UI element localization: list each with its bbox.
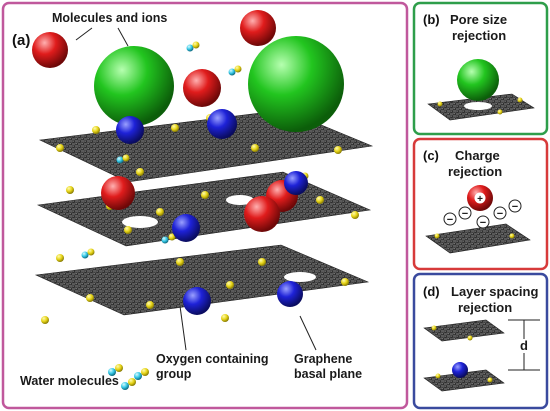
spacing-symbol: d: [520, 338, 528, 353]
pore: [122, 216, 158, 228]
large-molecule: [248, 36, 344, 132]
blue-ion: [277, 281, 303, 307]
svg-text:−: −: [462, 208, 468, 220]
red-ion: [244, 196, 280, 232]
svg-text:−: −: [480, 217, 486, 229]
blue-ion: [452, 362, 468, 378]
blue-ion: [116, 116, 144, 144]
spacing-label-bg: [518, 339, 530, 353]
oxygen-group: [517, 97, 523, 103]
pointer-line: [75, 27, 93, 41]
panel-d-letter: (d): [423, 284, 440, 299]
oxygen-group: [435, 373, 441, 379]
panel-b-letter: (b): [423, 12, 440, 27]
blue-ion: [183, 287, 211, 315]
oxygen-group: [431, 325, 437, 331]
label-oxygen-group-line2: group: [156, 367, 192, 381]
graphene-layer-bottom: [34, 244, 370, 316]
graphene-sheet-upper: [423, 319, 505, 342]
pointer-line: [179, 305, 187, 351]
pore: [284, 272, 316, 282]
oxygen-group: [467, 335, 473, 341]
panel-c-title-line1: Charge: [455, 148, 500, 163]
red-ion: [240, 10, 276, 46]
large-molecule: [94, 46, 174, 126]
red-ion: [101, 176, 135, 210]
svg-text:−: −: [447, 214, 453, 226]
oxygen-group: [434, 233, 440, 239]
panel-d-title-line1: Layer spacing: [451, 284, 538, 299]
oxygen-group: [497, 109, 503, 115]
pore: [464, 102, 492, 110]
panel-c-title-line2: rejection: [448, 164, 502, 179]
panel-c-letter: (c): [423, 148, 439, 163]
panel-b-title-line2: rejection: [452, 28, 506, 43]
graphene-sheet: [425, 223, 531, 254]
red-ion: [32, 32, 68, 68]
negative-charges: − − − − −: [443, 199, 522, 229]
large-molecule: [457, 59, 499, 101]
label-graphene-line1: Graphene: [294, 352, 352, 366]
label-oxygen-group-line1: Oxygen containing: [156, 352, 269, 366]
pointer-line: [299, 315, 317, 351]
oxygen-group: [437, 101, 443, 107]
oxygen-group: [509, 233, 515, 239]
blue-ion: [172, 214, 200, 242]
pore: [226, 195, 254, 205]
svg-text:−: −: [512, 201, 518, 213]
blue-ion: [284, 171, 308, 195]
blue-ion: [207, 109, 237, 139]
panel-b-title-line1: Pore size: [450, 12, 507, 27]
label-molecules-ions: Molecules and ions: [52, 11, 167, 25]
svg-text:−: −: [497, 208, 503, 220]
label-water-molecules: Water molecules: [20, 374, 119, 388]
positive-sign: +: [477, 194, 483, 205]
oxygen-group: [487, 377, 493, 383]
charge-badge: [474, 192, 486, 204]
label-graphene-line2: basal plane: [294, 367, 362, 381]
panel-d-title-line2: rejection: [458, 300, 512, 315]
panel-d-frame: [412, 272, 549, 410]
pointer-line: [117, 27, 129, 47]
panel-a-letter: (a): [12, 32, 30, 49]
red-ion: [183, 69, 221, 107]
